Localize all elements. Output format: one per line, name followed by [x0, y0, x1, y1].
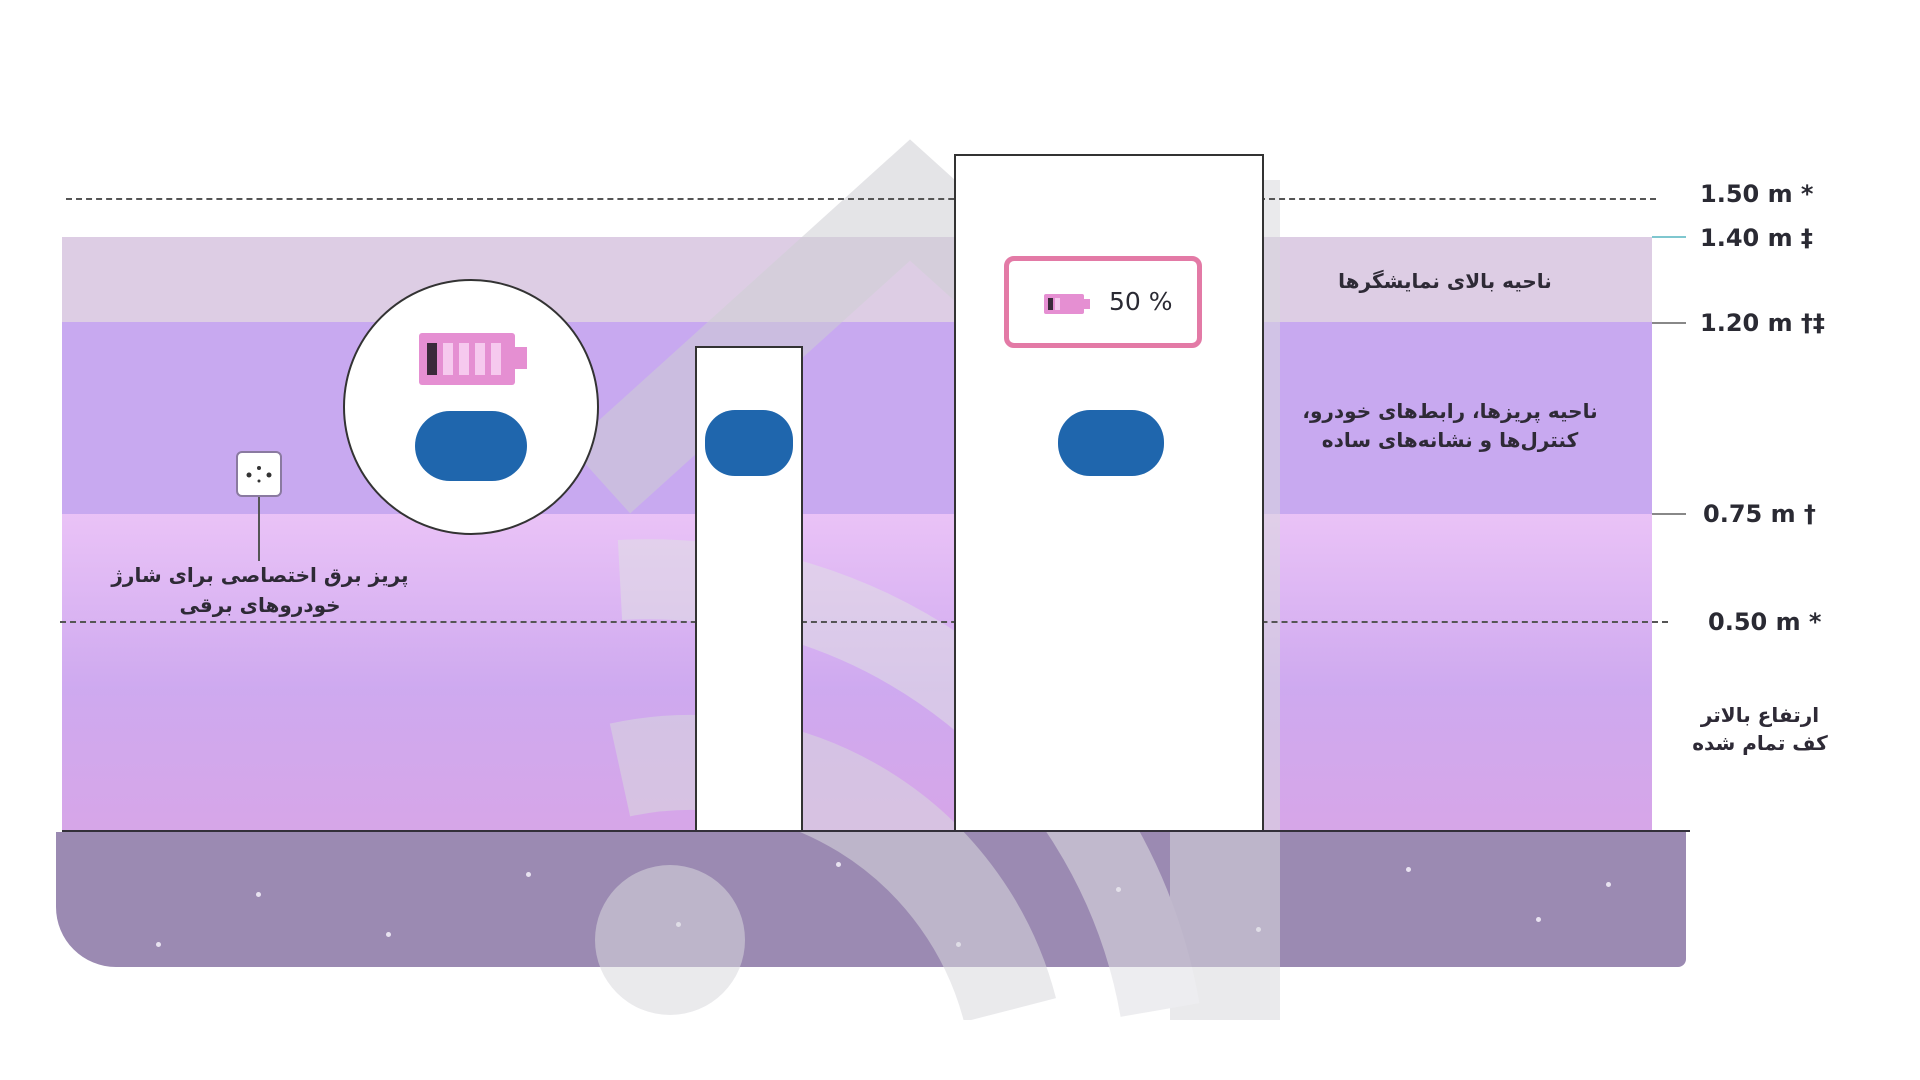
right-note-line2: کف تمام شده: [1692, 731, 1828, 755]
height-label-150: 1.50 m *: [1700, 180, 1814, 208]
height-050-line: [60, 621, 1668, 623]
right-note-line1: ارتفاع بالاتر: [1700, 703, 1820, 727]
charge-display: 50 %: [1004, 256, 1202, 348]
height-label-140: 1.40 m ‡: [1700, 224, 1813, 252]
height-label-075: 0.75 m †: [1703, 500, 1816, 528]
socket-label-line2: خودروهای برقی: [179, 593, 341, 617]
magnified-control-callout: [343, 279, 599, 535]
post-blue-button: [705, 410, 793, 476]
controls-zone-band: [62, 322, 1652, 514]
battery-level-icon: [1044, 294, 1090, 314]
height-label-120: 1.20 m †‡: [1700, 309, 1825, 337]
socket-icon: [246, 466, 272, 483]
narrow-charging-post: [695, 346, 803, 832]
controls-zone-label-line2: کنترل‌ها و نشانه‌های ساده: [1321, 428, 1579, 452]
height-150-line: [66, 198, 1656, 200]
socket-pointer-line: [258, 497, 260, 561]
ev-socket: [236, 451, 282, 497]
finished-floor-line: [62, 830, 1690, 832]
display-zone-label: ناحیه بالای نمایشگرها: [1338, 269, 1552, 293]
tick-120: [1652, 322, 1686, 324]
battery-icon: [419, 333, 527, 385]
callout-blue-button: [415, 411, 527, 481]
charger-blue-button: [1058, 410, 1164, 476]
height-label-050: 0.50 m *: [1708, 608, 1822, 636]
controls-zone-label-line1: ناحیه پریزها، رابط‌های خودرو،: [1302, 399, 1598, 423]
charge-percentage: 50 %: [1109, 287, 1173, 316]
tick-140: [1652, 236, 1686, 238]
tick-075: [1652, 513, 1686, 515]
socket-label-line1: پریز برق اختصاصی برای شارژ: [111, 563, 409, 587]
